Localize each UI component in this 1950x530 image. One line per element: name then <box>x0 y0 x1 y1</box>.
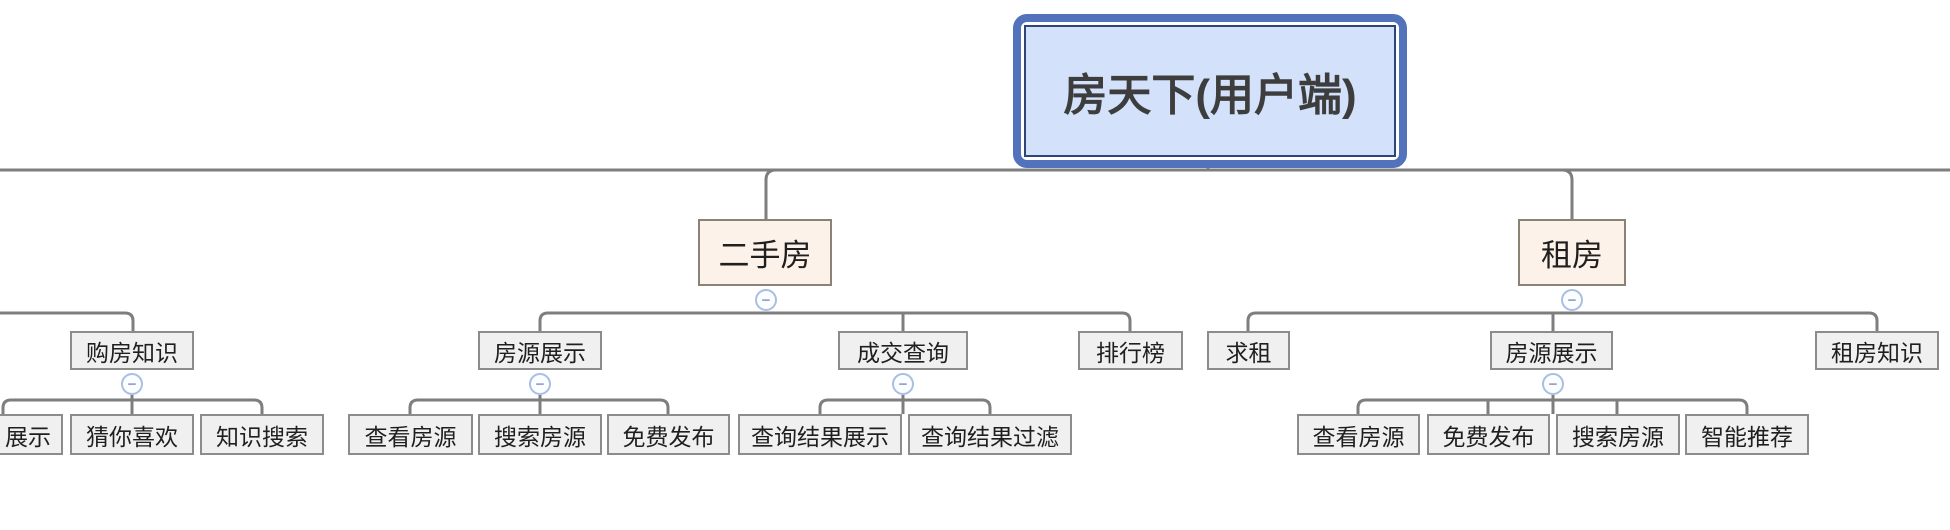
subtopic-node[interactable]: 查看房源 <box>348 414 473 455</box>
mindmap-root[interactable]: 房天下(用户端) <box>1013 14 1407 168</box>
collapse-icon[interactable]: − <box>892 373 914 395</box>
collapse-icon[interactable]: − <box>755 289 777 311</box>
subtopic-node[interactable]: 免费发布 <box>607 414 730 455</box>
subtopic-node[interactable]: 查看房源 <box>1297 414 1420 455</box>
root-label: 房天下(用户端) <box>1024 25 1396 157</box>
subtopic-node[interactable]: 查询结果展示 <box>738 414 902 455</box>
subtopic-node[interactable]: 搜索房源 <box>478 414 602 455</box>
topic-node[interactable]: 成交查询 <box>838 331 968 370</box>
minus-glyph: − <box>127 375 137 393</box>
topic-node[interactable]: 求租 <box>1207 331 1290 370</box>
branch-node-rent[interactable]: 租房 <box>1518 219 1626 286</box>
minus-glyph: − <box>535 375 545 393</box>
minus-glyph: − <box>761 291 771 309</box>
minus-glyph: − <box>1548 375 1558 393</box>
collapse-icon[interactable]: − <box>121 373 143 395</box>
minus-glyph: − <box>1567 291 1577 309</box>
branch-node-secondhand[interactable]: 二手房 <box>698 219 832 286</box>
subtopic-node[interactable]: 知识搜索 <box>200 414 324 455</box>
topic-node[interactable]: 租房知识 <box>1815 331 1939 370</box>
topic-node[interactable]: 房源展示 <box>1490 331 1613 370</box>
collapse-icon[interactable]: − <box>1561 289 1583 311</box>
collapse-icon[interactable]: − <box>1542 373 1564 395</box>
subtopic-node[interactable]: 智能推荐 <box>1685 414 1809 455</box>
topic-node[interactable]: 购房知识 <box>70 331 194 370</box>
collapse-icon[interactable]: − <box>529 373 551 395</box>
subtopic-node[interactable]: 猜你喜欢 <box>70 414 194 455</box>
minus-glyph: − <box>898 375 908 393</box>
topic-node[interactable]: 房源展示 <box>478 331 602 370</box>
subtopic-node[interactable]: 免费发布 <box>1427 414 1550 455</box>
subtopic-node[interactable]: 查询结果过滤 <box>908 414 1072 455</box>
topic-node[interactable]: 排行榜 <box>1078 331 1183 370</box>
subtopic-node[interactable]: 搜索房源 <box>1556 414 1680 455</box>
subtopic-node[interactable]: 展示 <box>0 414 63 455</box>
